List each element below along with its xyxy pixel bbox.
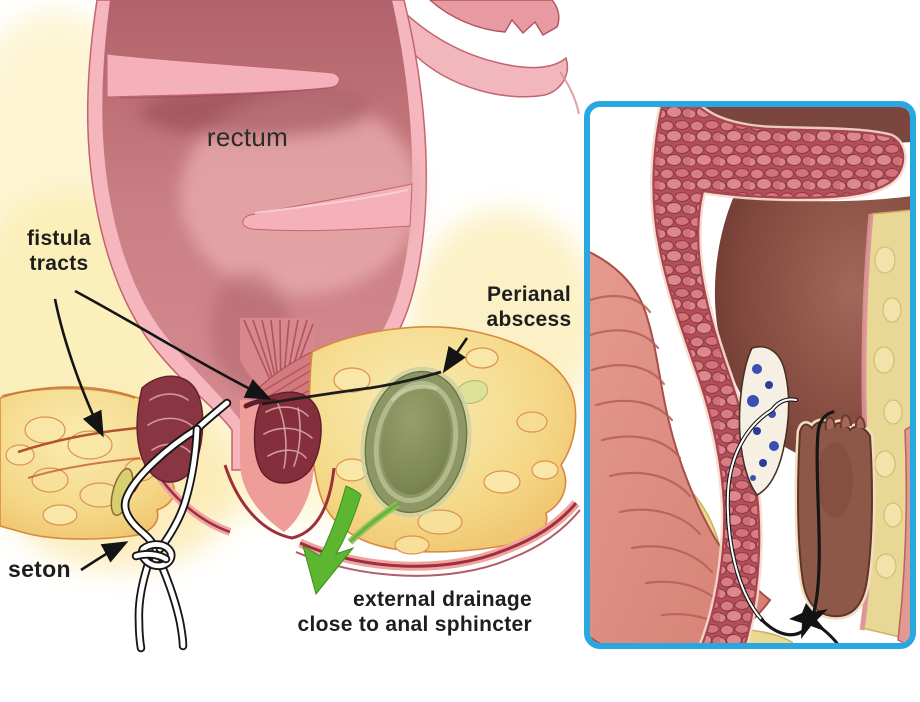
fistula-tract-line [243,370,442,409]
seton-label: seton [8,556,71,582]
pelvic-tissue-flaps [391,0,580,115]
fistula-tracts-label-line2: tracts [29,251,89,275]
inset-seton-knot [789,603,828,639]
green-arrow [302,485,362,596]
inset-panel [584,101,916,649]
inset-anal-canal [794,414,876,620]
rectal-folds [106,53,413,232]
perianal-abscess-label-line2: abscess [486,307,572,331]
fistula-arrow-left [53,298,104,438]
inset-seton-thread [725,397,843,643]
green-drainage-arrow [302,485,400,596]
external-drainage-label-line2: close to anal sphincter [297,612,532,636]
seton-arrow [80,541,129,572]
seton-loop [120,398,232,653]
sphincter-right [253,391,322,484]
inset-border [584,101,916,649]
fistula-tracts-label-line1: fistula [27,227,91,250]
perianal-abscess-label: Perianal abscess [476,283,582,333]
perianal-abscess-shape [360,366,472,518]
perianal-abscess-label-line1: Perianal [486,283,572,306]
seton-knot [131,540,176,570]
inset-rectal-wall [649,107,907,643]
label-arrows [53,289,469,572]
rectum-label: rectum [206,122,289,152]
inset-abscess-strip [738,346,790,497]
external-drainage-label-line1: external drainage [352,588,532,611]
inset-right-tissue [859,209,910,643]
external-drainage-label: external drainage close to anal sphincte… [258,588,532,638]
fistula-arrow-canal [74,289,272,400]
fistula-tracts-label: fistula tracts [8,227,110,277]
abscess-arrow [442,337,469,374]
